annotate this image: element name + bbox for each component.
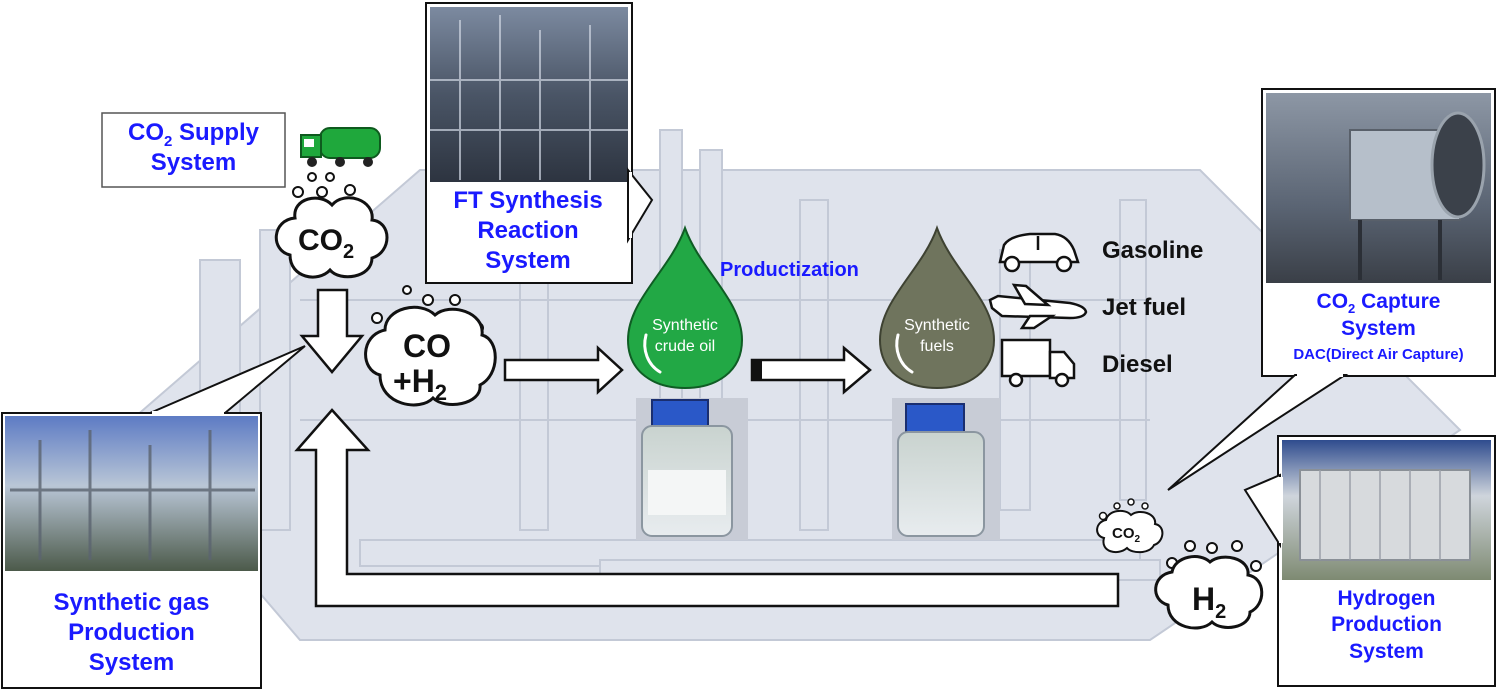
jet-fuel-label: Jet fuel	[1102, 294, 1187, 321]
arrow-to-crude	[503, 345, 624, 395]
syngas-plant-photo	[5, 416, 258, 571]
fuels-drop-line1: Synthetic	[904, 317, 970, 334]
co2-cloud	[274, 196, 389, 279]
h2-cloud	[1154, 555, 1264, 630]
productization-label: Productization	[720, 259, 859, 281]
gasoline-label: Gasoline	[1102, 237, 1204, 264]
co2-supply-label: CO2 Supply System	[127, 119, 259, 177]
crude-drop-line1: Synthetic	[652, 317, 718, 334]
tanker-truck-icon	[300, 127, 381, 167]
co2-small-label: CO2	[1112, 525, 1141, 545]
fuels-bottle-photo	[892, 398, 1000, 540]
capture-label: CO2 Capture System DAC(Direct Air Captur…	[1293, 290, 1464, 364]
car-icon	[998, 232, 1080, 273]
h2-label: H2	[1192, 581, 1226, 623]
ft-callout-pointer	[627, 167, 654, 244]
crude-drop-line2: crude oil	[655, 338, 715, 355]
co-label: CO	[403, 328, 451, 364]
crude-bottle-photo	[636, 398, 748, 540]
bubbles-coh2	[371, 285, 484, 334]
h2-plus-label: +H2	[393, 363, 447, 405]
synthetic-fuels-drop	[878, 225, 996, 390]
syngas-label: Synthetic gas Production System	[53, 589, 210, 676]
co-h2-cloud	[364, 305, 497, 407]
hydrogen-label: Hydrogen Production System	[1331, 587, 1442, 663]
ft-plant-photo	[430, 7, 628, 182]
bubbles-co2	[292, 172, 356, 198]
plane-icon	[988, 283, 1088, 330]
co2-cloud-label: CO2	[298, 224, 354, 263]
ft-synthesis-label: FT Synthesis Reaction System	[453, 187, 603, 274]
dac-unit-graphic	[1349, 111, 1486, 280]
arrow-co2-down	[299, 288, 365, 374]
co2-small-cloud	[1096, 509, 1164, 554]
diesel-label: Diesel	[1102, 351, 1173, 378]
crude-oil-drop	[626, 225, 744, 390]
arrow-productization	[750, 345, 872, 395]
fuels-drop-line2: fuels	[920, 338, 954, 355]
co2-supply-box	[101, 112, 286, 188]
truck-icon	[1000, 338, 1076, 388]
arrow-h2-up	[294, 408, 1120, 608]
